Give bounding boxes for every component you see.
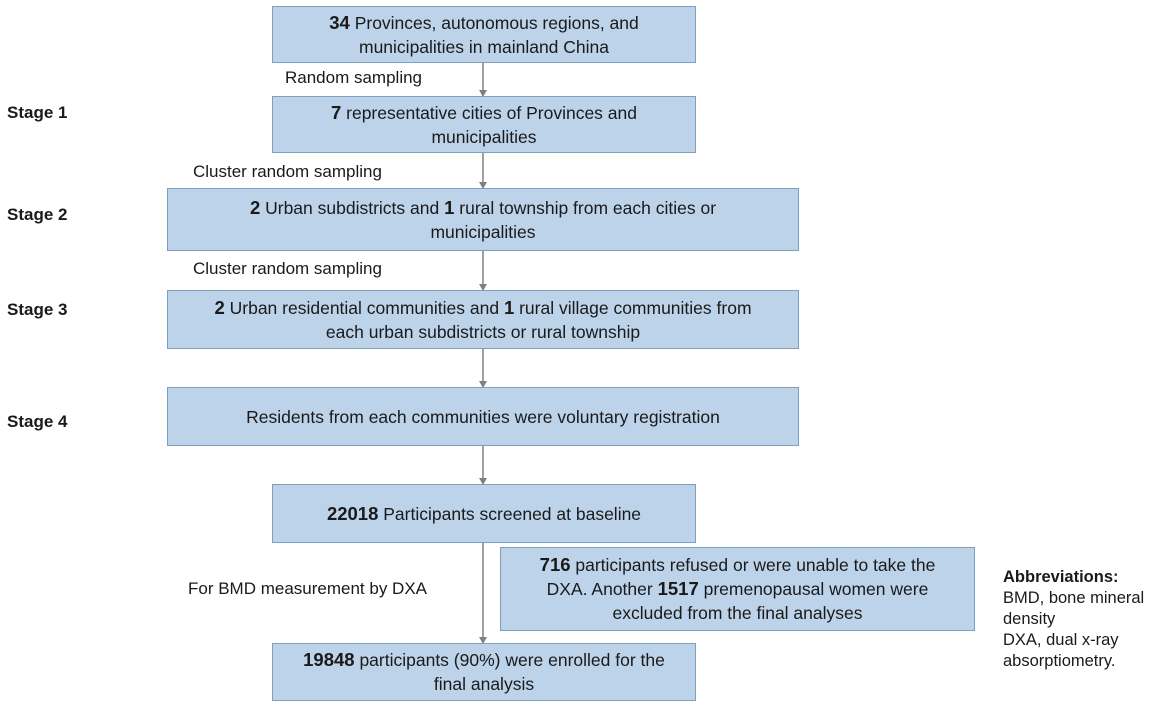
edge-label-dxa-measurement: For BMD measurement by DXA	[188, 579, 428, 598]
village-communities-count: 1	[503, 296, 515, 318]
subdistricts-text-a: Urban subdistricts and	[260, 197, 445, 218]
subdistricts-count: 2	[249, 196, 261, 218]
excluded-text-b: DXA. Another	[546, 579, 658, 599]
abbreviation-line: BMD, bone mineral	[1003, 589, 1145, 607]
communities-text-b: rural village communities from	[514, 297, 752, 318]
cities-text: representative cities of Provinces and	[341, 102, 637, 123]
cities-text-line2: municipalities	[431, 126, 537, 147]
enrolled-text-line2: final analysis	[433, 674, 535, 694]
abbreviations-title: Abbreviations:	[1003, 568, 1119, 586]
edge-label-random-sampling: Random sampling	[285, 68, 423, 87]
excluded-text-line3: excluded from the final analyses	[612, 603, 863, 623]
enrolled-text: participants (90%) were enrolled for the	[354, 650, 665, 670]
cities-count: 7	[330, 101, 342, 123]
stage-4-label: Stage 4	[7, 412, 68, 431]
screened-count: 22018	[326, 502, 379, 524]
stage-3-label: Stage 3	[7, 300, 68, 319]
premenopausal-count: 1517	[657, 578, 699, 599]
abbreviation-line: absorptiometry.	[1003, 652, 1116, 670]
provinces-count: 34	[329, 11, 350, 33]
provinces-text: Provinces, autonomous regions, and	[349, 12, 639, 33]
provinces-text-line2: municipalities in mainland China	[359, 36, 609, 57]
residential-communities-count: 2	[214, 296, 225, 318]
stage-1-label: Stage 1	[7, 103, 68, 122]
box-screened: 22018 Participants screened at baseline	[272, 484, 696, 543]
box-cities: 7 representative cities of Provinces and…	[272, 96, 696, 153]
edge-label-cluster-sampling-1: Cluster random sampling	[193, 162, 382, 181]
abbreviation-line: DXA, dual x-ray	[1003, 631, 1119, 649]
excluded-text-c: premenopausal women were	[698, 579, 929, 599]
edge-label-cluster-sampling-2: Cluster random sampling	[193, 259, 382, 278]
stage-2-label: Stage 2	[7, 205, 68, 224]
communities-text-line2: each urban subdistricts or rural townshi…	[325, 321, 641, 342]
box-provinces: 34 Provinces, autonomous regions, and mu…	[272, 6, 696, 63]
communities-text-a: Urban residential communities and	[224, 297, 504, 318]
box-excluded: 716 participants refused or were unable …	[500, 547, 975, 631]
subdistricts-text-line2: municipalities	[430, 221, 536, 242]
abbreviations-note: Abbreviations: BMD, bone mineral density…	[1003, 567, 1144, 672]
excluded-text-a: participants refused or were unable to t…	[570, 555, 936, 575]
residents-text: Residents from each communities were vol…	[246, 406, 720, 427]
abbreviation-line: density	[1003, 610, 1056, 628]
subdistricts-text-b: rural township from each cities or	[454, 197, 717, 218]
screened-text: Participants screened at baseline	[378, 503, 642, 524]
township-count: 1	[444, 196, 455, 218]
box-residents: Residents from each communities were vol…	[167, 387, 799, 446]
box-enrolled: 19848 participants (90%) were enrolled f…	[272, 643, 696, 701]
enrolled-count: 19848	[303, 649, 355, 670]
box-subdistricts: 2 Urban subdistricts and 1 rural townshi…	[167, 188, 799, 251]
box-communities: 2 Urban residential communities and 1 ru…	[167, 290, 799, 349]
refused-count: 716	[539, 554, 571, 575]
